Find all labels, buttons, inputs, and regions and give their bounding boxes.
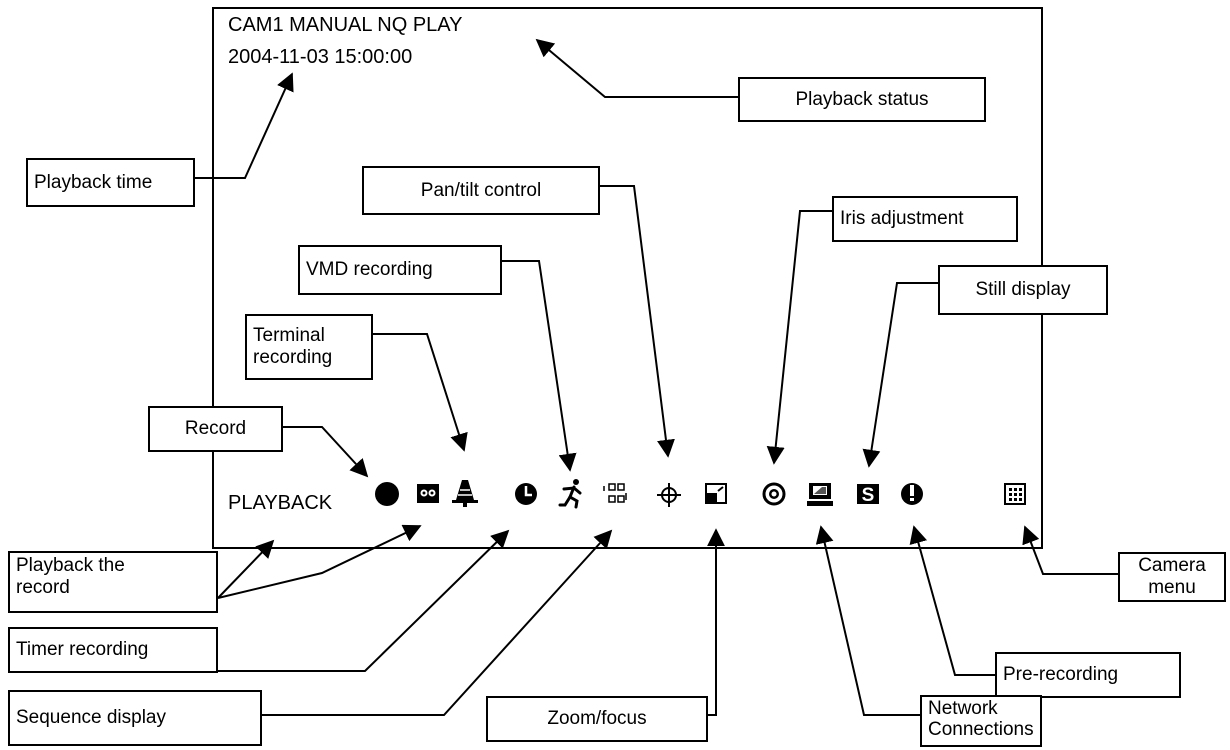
time-line: 2004-11-03 15:00:00 bbox=[228, 46, 413, 68]
pre-record-icon bbox=[901, 483, 923, 505]
line-pan-tilt bbox=[600, 185, 675, 458]
callout-camera-menu-text: Camera menu bbox=[1138, 555, 1206, 598]
callout-camera-menu: Camera menu bbox=[1118, 552, 1226, 602]
callout-iris-text: Iris adjustment bbox=[840, 208, 964, 229]
timer-clock-icon bbox=[515, 483, 537, 505]
pan-tilt-icon bbox=[657, 483, 681, 507]
callout-playback-record-line1: Playback the bbox=[16, 555, 125, 576]
line-sequence bbox=[262, 529, 613, 716]
record-icon bbox=[375, 482, 399, 506]
callout-sequence-text: Sequence display bbox=[16, 707, 166, 728]
callout-record-text: Record bbox=[184, 418, 247, 439]
callout-still-text: Still display bbox=[975, 279, 1071, 300]
line-camera-menu bbox=[1022, 525, 1118, 575]
cassette-icon bbox=[417, 484, 439, 503]
callout-timer-text: Timer recording bbox=[16, 639, 149, 660]
callout-zoom-focus-text: Zoom/focus bbox=[547, 708, 647, 729]
callout-terminal: Terminal recording bbox=[245, 314, 373, 380]
callout-record: Record bbox=[148, 406, 283, 452]
callout-playback-time: Playback time bbox=[26, 158, 195, 207]
callout-playback-status-text: Playback status bbox=[795, 88, 929, 110]
callout-network: Network Connections bbox=[920, 695, 1042, 747]
line-still bbox=[862, 282, 938, 468]
line-playback-record-a bbox=[217, 539, 275, 599]
camera-menu-icon bbox=[1004, 483, 1026, 505]
iris-icon bbox=[762, 482, 786, 506]
callout-vmd-text: VMD recording bbox=[306, 259, 433, 280]
still-s-icon: S bbox=[857, 484, 879, 506]
callout-network-line2: Connections bbox=[928, 719, 1034, 740]
status-line: CAM1 MANUAL NQ PLAY bbox=[228, 14, 463, 36]
network-monitor-icon bbox=[807, 483, 833, 506]
running-man-icon bbox=[558, 479, 582, 509]
line-playback-time bbox=[195, 72, 294, 179]
callout-terminal-line1: Terminal bbox=[253, 325, 325, 346]
line-playback-record-b bbox=[217, 524, 422, 599]
line-zoom-focus bbox=[707, 528, 725, 716]
sequence-icon bbox=[603, 483, 627, 503]
line-playback-status bbox=[535, 38, 738, 98]
callout-sequence: Sequence display bbox=[8, 690, 262, 746]
line-pre-recording bbox=[909, 525, 995, 676]
callout-pan-tilt: Pan/tilt control bbox=[362, 166, 600, 215]
callout-timer: Timer recording bbox=[8, 627, 218, 673]
callout-iris: Iris adjustment bbox=[832, 196, 1018, 242]
callout-terminal-line2: recording bbox=[253, 347, 333, 368]
callout-vmd: VMD recording bbox=[298, 245, 502, 295]
callout-pre-recording: Pre-recording bbox=[995, 652, 1181, 698]
line-network bbox=[815, 525, 920, 716]
callout-playback-time-text: Playback time bbox=[34, 171, 153, 193]
callout-playback-status: Playback status bbox=[738, 77, 986, 122]
callout-playback-record-line2: record bbox=[16, 577, 70, 598]
line-vmd bbox=[502, 260, 577, 472]
callout-network-line1: Network bbox=[928, 698, 998, 719]
callout-pan-tilt-text: Pan/tilt control bbox=[420, 179, 542, 201]
zoom-focus-icon bbox=[705, 483, 727, 504]
callout-still: Still display bbox=[938, 265, 1108, 315]
line-timer bbox=[218, 529, 510, 672]
line-record bbox=[283, 426, 369, 478]
terminal-bell-icon bbox=[452, 480, 478, 507]
svg-text:S: S bbox=[862, 485, 875, 506]
callout-zoom-focus: Zoom/focus bbox=[486, 696, 708, 742]
callout-pre-recording-text: Pre-recording bbox=[1003, 664, 1119, 685]
callout-playback-record: Playback the record bbox=[8, 551, 218, 613]
line-iris bbox=[766, 210, 832, 465]
playback-label: PLAYBACK bbox=[228, 492, 333, 514]
line-terminal bbox=[373, 333, 468, 452]
